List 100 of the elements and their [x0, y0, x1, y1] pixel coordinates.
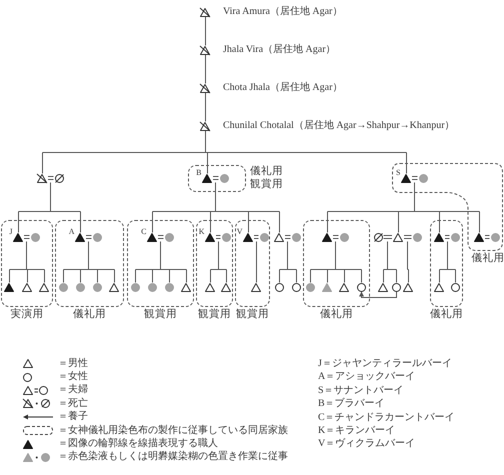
group-label: 観賞用 [250, 179, 283, 191]
shaded-female-symbol [490, 232, 500, 242]
filled-male-symbol [147, 232, 157, 242]
shaded-female-symbol [58, 282, 68, 292]
shaded-female-symbol [164, 232, 174, 242]
shaded-female-symbol [76, 282, 84, 292]
descent-line [135, 241, 187, 283]
descent-line [205, 92, 206, 122]
name-key-text: J＝ジャヤンティラールバーイ [318, 357, 452, 370]
shaded-female-symbol [220, 174, 228, 182]
shaded-female-symbol [92, 232, 102, 242]
shaded-female-symbol [418, 174, 428, 182]
descent-line [205, 16, 206, 46]
dashed-frame [303, 220, 370, 307]
marriage-sign [404, 235, 412, 239]
dashed-frame [127, 220, 194, 307]
descent-line [279, 241, 297, 283]
name-key-text: B＝ブラバーイ [318, 397, 385, 411]
filled-male-symbol [434, 232, 444, 242]
descent-line [205, 54, 206, 84]
legend-text: ＝夫婦 [58, 384, 88, 396]
male-symbol [339, 282, 349, 292]
filled-male-symbol [474, 232, 484, 242]
marriage-sign [484, 235, 490, 239]
dashed-frame [430, 220, 463, 307]
group-label: 儀礼用 [320, 309, 353, 321]
deceased-female-symbol [374, 232, 382, 242]
name-key-text: V＝ヴィクラムバーイ [318, 437, 416, 451]
group-label: 儀礼用 [250, 166, 283, 178]
male-symbol [403, 282, 413, 292]
descent-line [9, 241, 45, 283]
descent-line [327, 182, 480, 233]
female-symbol [356, 282, 366, 292]
filled-male-symbol [75, 232, 85, 242]
deceased-male-symbol [200, 8, 210, 16]
filled-male-symbol [243, 232, 253, 242]
marriage-sign [444, 235, 450, 239]
female-symbol [292, 282, 300, 292]
male-symbol [221, 282, 231, 292]
male-symbol [434, 282, 444, 292]
person-initial: K [198, 227, 204, 236]
deceased-male-symbol [37, 174, 47, 182]
person-initial: A [68, 227, 74, 236]
shaded-female-symbol [92, 282, 102, 292]
male-symbol [39, 282, 49, 292]
male-symbol [393, 232, 403, 242]
group-label: 儀礼用 [73, 309, 106, 321]
descent-line [256, 241, 257, 283]
dashed-frame [196, 220, 233, 307]
shaded-female-symbol [340, 232, 348, 242]
marriage-sign [284, 235, 291, 239]
descent-line [210, 241, 227, 283]
male-symbol [205, 282, 215, 292]
descent-line [439, 241, 456, 283]
group-label: 儀礼用 [472, 253, 504, 265]
male-symbol [181, 282, 191, 292]
name-key-text: K＝キランバーイ [318, 424, 396, 438]
shaded-female-symbol [292, 232, 300, 242]
marriage-sign [48, 176, 54, 180]
male-symbol [251, 282, 261, 292]
marriage-sign [383, 235, 392, 239]
group-label: 実演用 [10, 309, 44, 321]
name-key-text: A＝アショックバーイ [318, 370, 416, 384]
descent-line [152, 182, 280, 233]
marriage-sign [86, 235, 92, 239]
marriage-sign [158, 235, 164, 239]
descent-line [63, 241, 115, 283]
filled-male-symbol [205, 232, 215, 242]
shaded-female-symbol [412, 232, 422, 242]
marriage-sign [212, 176, 219, 180]
descent-line [407, 241, 409, 283]
shaded-female-symbol [260, 232, 268, 242]
descent-line [383, 241, 397, 283]
ancestor-name: Chota Jhala（居住地 Agar） [223, 82, 342, 94]
ancestor-name: Vira Amura（居住地 Agar） [223, 6, 342, 18]
ancestor-name: Jhala Vira（居住地 Agar） [223, 44, 336, 56]
female-symbol [392, 282, 400, 292]
dashed-frame [235, 220, 270, 307]
filled-male-symbol [202, 174, 212, 182]
male-symbol [274, 232, 284, 242]
shaded-female-symbol [306, 282, 314, 292]
filled-male-symbol [13, 232, 23, 242]
shaded-female-symbol [164, 282, 174, 292]
dashed-frame [55, 220, 124, 307]
male-symbol [378, 282, 388, 292]
dashed-frame [392, 163, 503, 251]
shaded-female-symbol [130, 282, 140, 292]
shaded-female-symbol [148, 282, 156, 292]
person-initial: B [196, 168, 202, 177]
deceased-female-symbol [54, 174, 64, 182]
deceased-male-symbol [200, 122, 210, 130]
female-symbol [274, 282, 284, 292]
shaded-female-symbol [222, 232, 230, 242]
legend-text: ＝男性 [58, 358, 88, 370]
name-key-text: C＝チャンドラカーントバーイ [318, 410, 455, 424]
adoption-arrow [359, 291, 397, 298]
person-initial: S [396, 168, 400, 177]
descent-line [18, 182, 81, 233]
marriage-sign [254, 235, 259, 239]
dashed-frame [188, 165, 246, 192]
